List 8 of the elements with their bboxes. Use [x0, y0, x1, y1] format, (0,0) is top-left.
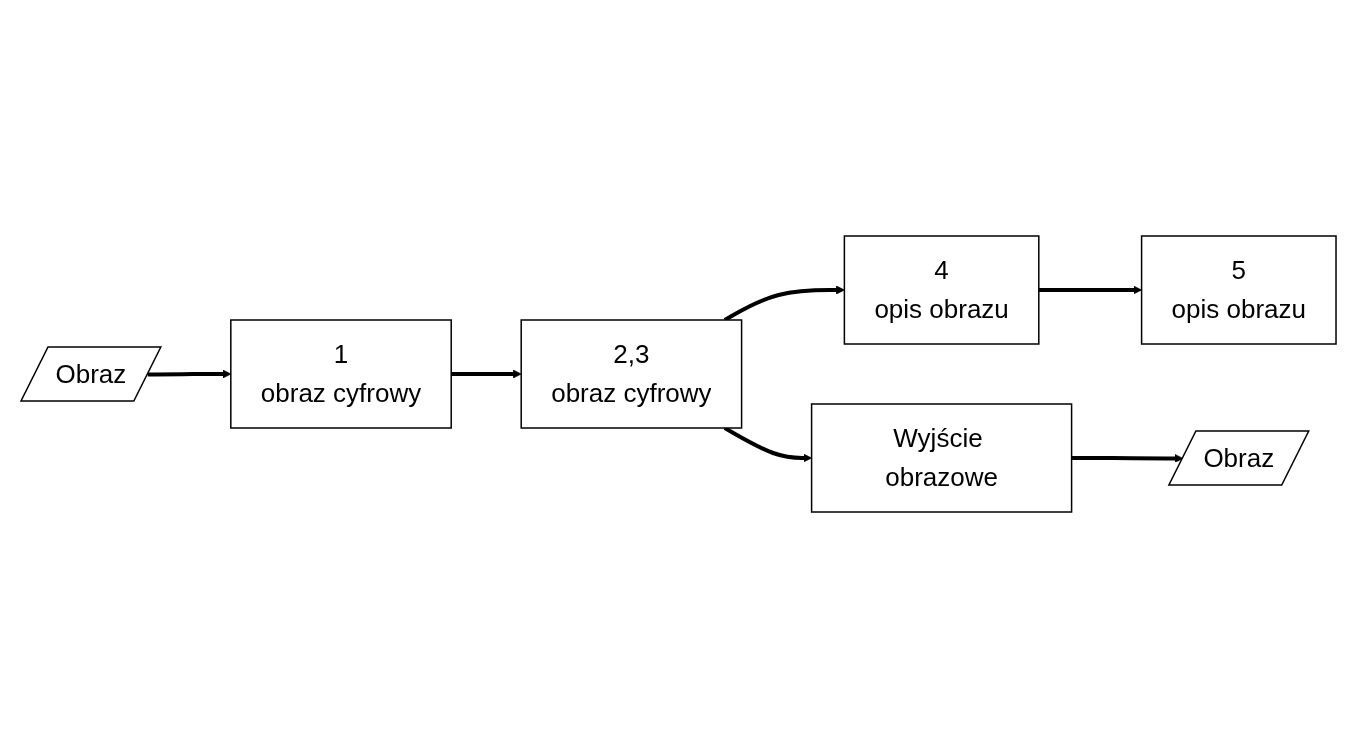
arrow	[1039, 285, 1143, 294]
node-box: 1 obraz cyfrowy	[230, 318, 453, 429]
arrow	[1072, 453, 1184, 463]
node-box: Wyjście obrazowe	[811, 402, 1073, 513]
arrow	[148, 369, 232, 378]
node-box: 5 opis obrazu	[1141, 234, 1338, 345]
node-box: 4 opis obrazu	[844, 234, 1041, 345]
node-box: 2,3 obraz cyfrowy	[520, 318, 743, 429]
